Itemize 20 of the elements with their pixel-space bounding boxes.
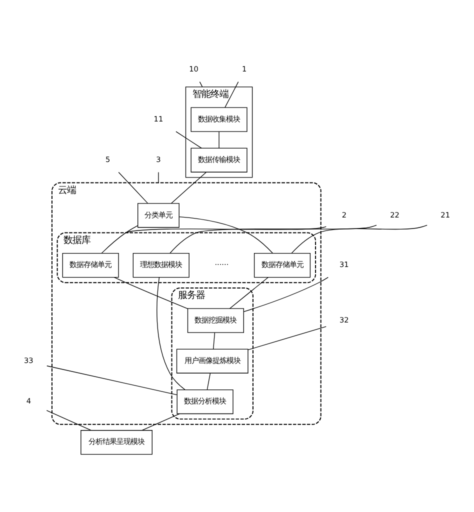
connector: [170, 224, 377, 254]
connector: [114, 277, 188, 309]
connector: [142, 413, 180, 431]
connector: [101, 225, 138, 254]
connector: [126, 226, 326, 234]
connector: [118, 172, 148, 204]
connector: [248, 326, 326, 350]
connector: [158, 172, 159, 184]
connector: [218, 131, 220, 148]
connector: [156, 277, 186, 390]
connector: [224, 81, 239, 108]
connector: [291, 224, 428, 254]
connector: [170, 172, 207, 204]
connector: [206, 372, 211, 390]
connector: [229, 277, 268, 309]
connector: [46, 366, 178, 396]
connector: [46, 410, 92, 431]
connector: [213, 332, 216, 350]
connector: [199, 81, 203, 88]
connector: [178, 216, 273, 254]
